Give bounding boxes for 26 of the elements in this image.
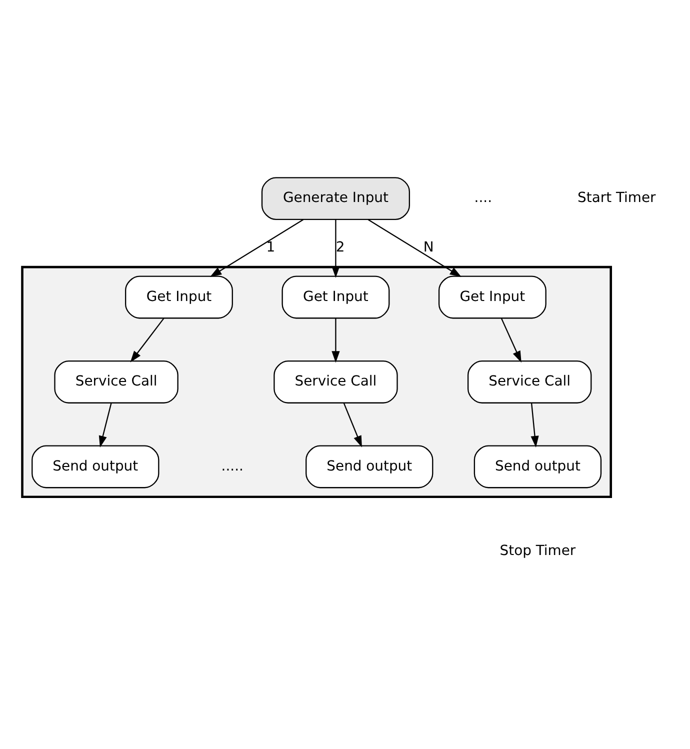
arrow [530, 402, 539, 448]
node-box: Service Call [274, 360, 398, 403]
node-box: Send output [32, 444, 160, 488]
node-box: Service Call [54, 360, 178, 403]
arrow [332, 318, 340, 362]
label: ..... [221, 458, 244, 474]
edge-label: N [423, 238, 434, 255]
arrow [500, 318, 522, 362]
arrow [98, 402, 112, 447]
label: .... [474, 190, 492, 206]
arrow [368, 218, 462, 277]
edge-label: 1 [266, 238, 276, 255]
node-box: Send output [474, 444, 602, 488]
arrow [332, 219, 340, 278]
node-box: Get Input [125, 275, 233, 318]
edge-label: 2 [336, 238, 345, 255]
arrow [130, 317, 164, 362]
label: Start Timer [578, 190, 656, 206]
node-box: Send output [306, 444, 434, 488]
arrow [210, 218, 304, 277]
node-box: Get Input [282, 275, 390, 318]
arrow [343, 402, 362, 447]
node-box: Get Input [438, 275, 546, 318]
label: Stop Timer [500, 542, 576, 559]
node-box: Service Call [467, 360, 592, 403]
node-box: Generate Input [261, 176, 410, 220]
